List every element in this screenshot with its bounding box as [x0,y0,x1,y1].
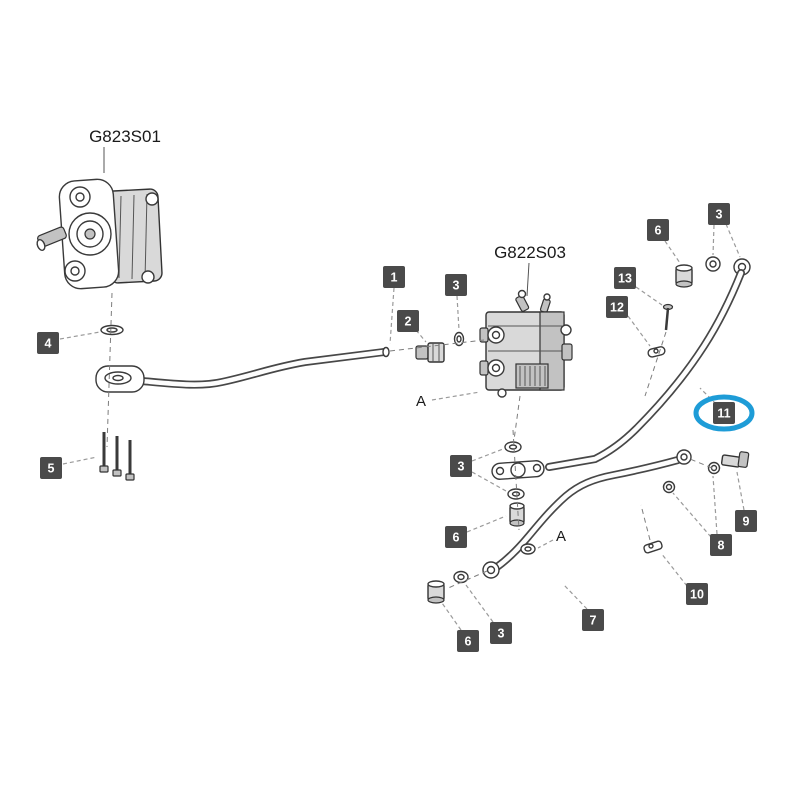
callout-box-c12 [606,296,628,318]
callout-box-c10 [686,583,708,605]
callout-box-c3c [450,455,472,477]
callout-c10: 10 [686,583,708,605]
callout-c2: 2 [397,310,419,332]
leader-line-c4 [59,331,101,340]
callout-box-c4 [37,332,59,354]
callout-number-c11: 11 [717,407,730,421]
callout-c3d: 3 [490,622,512,644]
leader-line-c10 [660,552,688,587]
callout-box-c3b [708,203,730,225]
callout-box-c3a [445,274,467,296]
label-pointer-lines [103,147,530,297]
callout-number-c9: 9 [743,515,750,529]
callout-number-c10: 10 [690,588,704,602]
inlet-fitting-drawing [415,331,465,363]
leader-line-c3a [456,295,460,331]
suction-pipe-assembly-drawing [95,346,390,393]
callout-number-c4: 4 [45,337,52,351]
leader-line-c3b [712,224,715,256]
leader-line-c5 [62,456,98,465]
lower-pipe-7-drawing [482,449,692,579]
return-pipe-11-drawing [545,269,745,471]
leader-line-marker-a-2 [537,539,554,549]
leader-line-c8 [672,492,712,538]
leader-line-c6b [466,515,507,533]
washer-4-drawing [100,324,124,336]
leader-line-c6c [441,602,462,631]
assembly-axis-lines [106,292,713,590]
callout-c4: 4 [37,332,59,354]
leader-line-c13 [635,286,663,306]
callout-box-c9 [735,510,757,532]
callout-box-c2 [397,310,419,332]
pump-g823s01-drawing [36,178,163,290]
callout-number-c3c: 3 [458,460,465,474]
callout-number-c6c: 6 [465,635,472,649]
callout-number-c8: 8 [718,539,725,553]
leader-line-c8 [712,475,718,535]
marker-a-2: A [556,528,566,545]
bottom-small-parts-drawing [427,543,536,604]
callout-c6a: 6 [647,219,669,241]
callout-c1: 1 [383,266,405,288]
leader-line-c3c [471,448,504,462]
callout-c8: 8 [710,534,732,556]
callout-box-c6a [647,219,669,241]
callout-box-c1 [383,266,405,288]
callout-number-c6a: 6 [655,224,662,238]
callout-box-c6b [445,526,467,548]
callout-number-c1: 1 [391,271,398,285]
callout-c3a: 3 [445,274,467,296]
valve-label: G822S03 [494,243,566,262]
highlight-ellipse-callout-11 [693,394,755,432]
callout-c7: 7 [582,609,604,631]
callout-c3b: 3 [708,203,730,225]
leader-line-c9 [736,471,745,511]
leader-line-marker-a-1 [431,391,481,401]
highlight-layer [693,394,755,432]
callout-c11: 11 [713,402,735,424]
leader-line-c7 [563,584,588,610]
callout-box-c13 [614,267,636,289]
callout-number-c3b: 3 [716,208,723,222]
callout-box-c3d [490,622,512,644]
callout-c13: 13 [614,267,636,289]
leader-line-c3d [465,584,494,623]
callout-c12: 12 [606,296,628,318]
callout-number-c3d: 3 [498,627,505,641]
leader-line-c3b [725,223,741,258]
leader-lines-layer [59,223,745,631]
callout-number-c13: 13 [618,272,632,286]
callout-number-c7: 7 [590,614,597,628]
callout-number-c3a: 3 [453,279,460,293]
elbow-flange-assembly-drawing [491,441,545,527]
callout-box-c11 [713,402,735,424]
callout-box-c7 [582,609,604,631]
callout-box-c5 [40,457,62,479]
leader-line-c12 [627,315,651,347]
callout-number-c2: 2 [405,315,412,329]
callout-c6c: 6 [457,630,479,652]
leader-line-c11 [699,387,717,405]
callout-c3c: 3 [450,455,472,477]
callout-c5: 5 [40,457,62,479]
banjo-bolt-washers-drawing [643,451,750,554]
callout-number-c12: 12 [610,301,624,315]
callout-c6b: 6 [445,526,467,548]
leader-line-c1 [389,287,395,345]
callout-number-c6b: 6 [453,531,460,545]
pump-label: G823S01 [89,127,161,146]
callout-c9: 9 [735,510,757,532]
callout-box-c6c [457,630,479,652]
leader-line-c6a [664,240,681,264]
mounting-bolts-drawing [99,432,135,481]
leader-line-c2 [415,329,427,343]
marker-a-1: A [416,393,426,410]
callout-number-c5: 5 [48,462,55,476]
callout-box-c8 [710,534,732,556]
valve-g822s03-drawing [479,289,573,398]
